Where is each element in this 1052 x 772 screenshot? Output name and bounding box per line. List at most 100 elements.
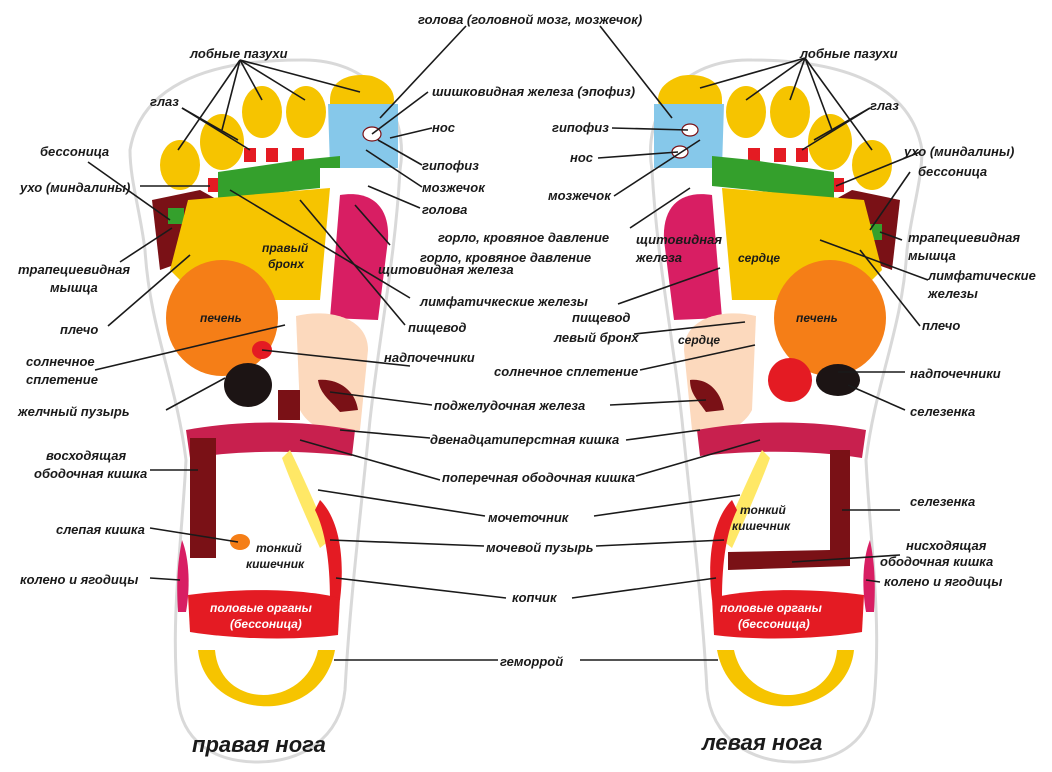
left-ureter [722, 450, 770, 548]
left-adrenal [768, 358, 812, 402]
in-label-right-bronchus-1: правый [262, 241, 309, 255]
label-cerebellum-right: мозжечок [422, 180, 486, 195]
in-label-small-int-left-1: тонкий [740, 503, 787, 517]
label-trapezius-right-2: мышца [50, 280, 98, 295]
label-shoulder-right: плечо [60, 322, 98, 337]
right-big-toe-top [330, 75, 394, 108]
label-eye-left: глаз [870, 98, 899, 113]
label-transverse-colon: поперечная ободочная кишка [442, 470, 635, 485]
in-label-small-int-right-1: тонкий [256, 541, 303, 555]
label-shoulder-left: плечо [922, 318, 960, 333]
label-pituitary-left: гипофиз [552, 120, 609, 135]
right-neck-band [218, 156, 340, 200]
right-ureter [282, 450, 330, 548]
right-eye-mark-1 [244, 148, 256, 162]
left-stomach [690, 379, 724, 412]
left-bladder-band [710, 500, 737, 600]
label-pancreas: поджелудочная железа [434, 398, 585, 413]
label-trapezius-right-1: трапециевидная [18, 262, 130, 277]
left-eye-mark-2 [774, 148, 786, 162]
label-thyroid-left-1: щитовидная [636, 232, 722, 247]
label-esophagus-right: пищевод [408, 320, 466, 335]
left-heart-area [684, 313, 756, 434]
label-throat-right-foot: горло, кровяное давление [420, 250, 591, 265]
in-label-small-int-left-2: кишечник [732, 519, 791, 533]
caption-right-foot: правая нога [192, 732, 326, 757]
label-pineal: шишковидная железа (эпофиз) [432, 84, 635, 99]
label-insomnia-right: бессоница [40, 144, 109, 159]
label-pituitary-right: гипофиз [422, 158, 479, 173]
label-spleen-1: селезенка [910, 404, 975, 419]
label-gallbladder: желчный пузырь [17, 404, 130, 419]
label-coccyx: копчик [512, 590, 558, 605]
right-hemorrhoids [198, 650, 335, 707]
right-trapezius-green [168, 208, 184, 224]
right-kidney [278, 390, 300, 420]
right-gallbladder [224, 363, 272, 407]
label-lymph-left-1: лимфатические [927, 268, 1036, 283]
right-bladder-band [315, 500, 342, 600]
left-neck-band [712, 156, 834, 200]
label-desc-colon-1: нисходящая [906, 538, 987, 553]
right-genitals [188, 590, 340, 639]
in-label-small-int-right-2: кишечник [246, 557, 305, 571]
label-cerebellum-left: мозжечок [548, 188, 612, 203]
label-ureter: мочеточник [488, 510, 570, 525]
left-eye-mark-1 [796, 148, 808, 162]
right-toe-4 [200, 114, 244, 170]
right-foot [128, 58, 403, 764]
label-insomnia-left: бессоница [918, 164, 987, 179]
label-desc-colon-2: ободочная кишка [880, 554, 993, 569]
label-solar-left: солнечное сплетение [494, 364, 638, 379]
in-label-genitals-right-2: (бессоница) [230, 617, 302, 631]
label-hemorrhoids: геморрой [500, 654, 563, 669]
label-left-bronchus: левый бронх [553, 330, 639, 345]
right-ascending-colon [190, 438, 216, 558]
right-throat-white [320, 168, 342, 192]
inner-labels: правый бронх печень сердце сердце печень… [200, 241, 838, 631]
left-eye-mark-3 [748, 148, 760, 162]
right-eye-mark-2 [266, 148, 278, 162]
label-asc-colon-1: восходящая [46, 448, 126, 463]
label-eye-right: глаз [150, 94, 179, 109]
left-toe-3 [770, 86, 810, 138]
left-foot [649, 58, 924, 764]
in-label-genitals-left-1: половые органы [720, 601, 823, 615]
left-hemorrhoids [717, 650, 854, 707]
left-thyroid [663, 194, 722, 320]
right-knee-band [177, 540, 189, 612]
in-label-liver-right: печень [200, 311, 242, 325]
in-label-heart-2: сердце [678, 333, 720, 347]
right-toe-2 [286, 86, 326, 138]
label-knee-right: колено и ягодицы [20, 572, 138, 587]
left-genitals [712, 590, 864, 639]
right-appendix [230, 534, 250, 550]
right-thyroid [330, 194, 389, 320]
label-head: голова [422, 202, 467, 217]
in-label-genitals-right-1: половые органы [210, 601, 313, 615]
right-duodenum [296, 313, 368, 434]
leader-lines [87, 25, 929, 661]
right-toe-3 [242, 86, 282, 138]
label-lymph-right: лимфатичкеские железы [419, 294, 588, 309]
label-thyroid-right: щитовидная железа [378, 262, 514, 277]
label-solar-right-1: солнечное [26, 354, 95, 369]
right-ear-mark [208, 178, 220, 192]
label-ear-right: ухо (миндалины) [19, 180, 130, 195]
label-duodenum: двенадцатиперстная кишка [430, 432, 619, 447]
label-thyroid-left-2: железа [635, 250, 682, 265]
label-lymph-left-2: железы [927, 286, 978, 301]
label-nose-right: нос [432, 120, 456, 135]
label-spleen-2: селезенка [910, 494, 975, 509]
label-adrenals-right: надпочечники [384, 350, 475, 365]
label-head-brain: голова (головной мозг, мозжечок) [418, 12, 642, 27]
right-pancreas [318, 379, 358, 412]
label-esophagus-left: пищевод [572, 310, 630, 325]
in-label-heart-1: сердце [738, 251, 780, 265]
left-transverse-colon [697, 422, 866, 458]
label-frontal-sinuses-right: лобные пазухи [189, 46, 288, 61]
left-descending-colon [728, 450, 850, 570]
left-liver [774, 260, 886, 376]
